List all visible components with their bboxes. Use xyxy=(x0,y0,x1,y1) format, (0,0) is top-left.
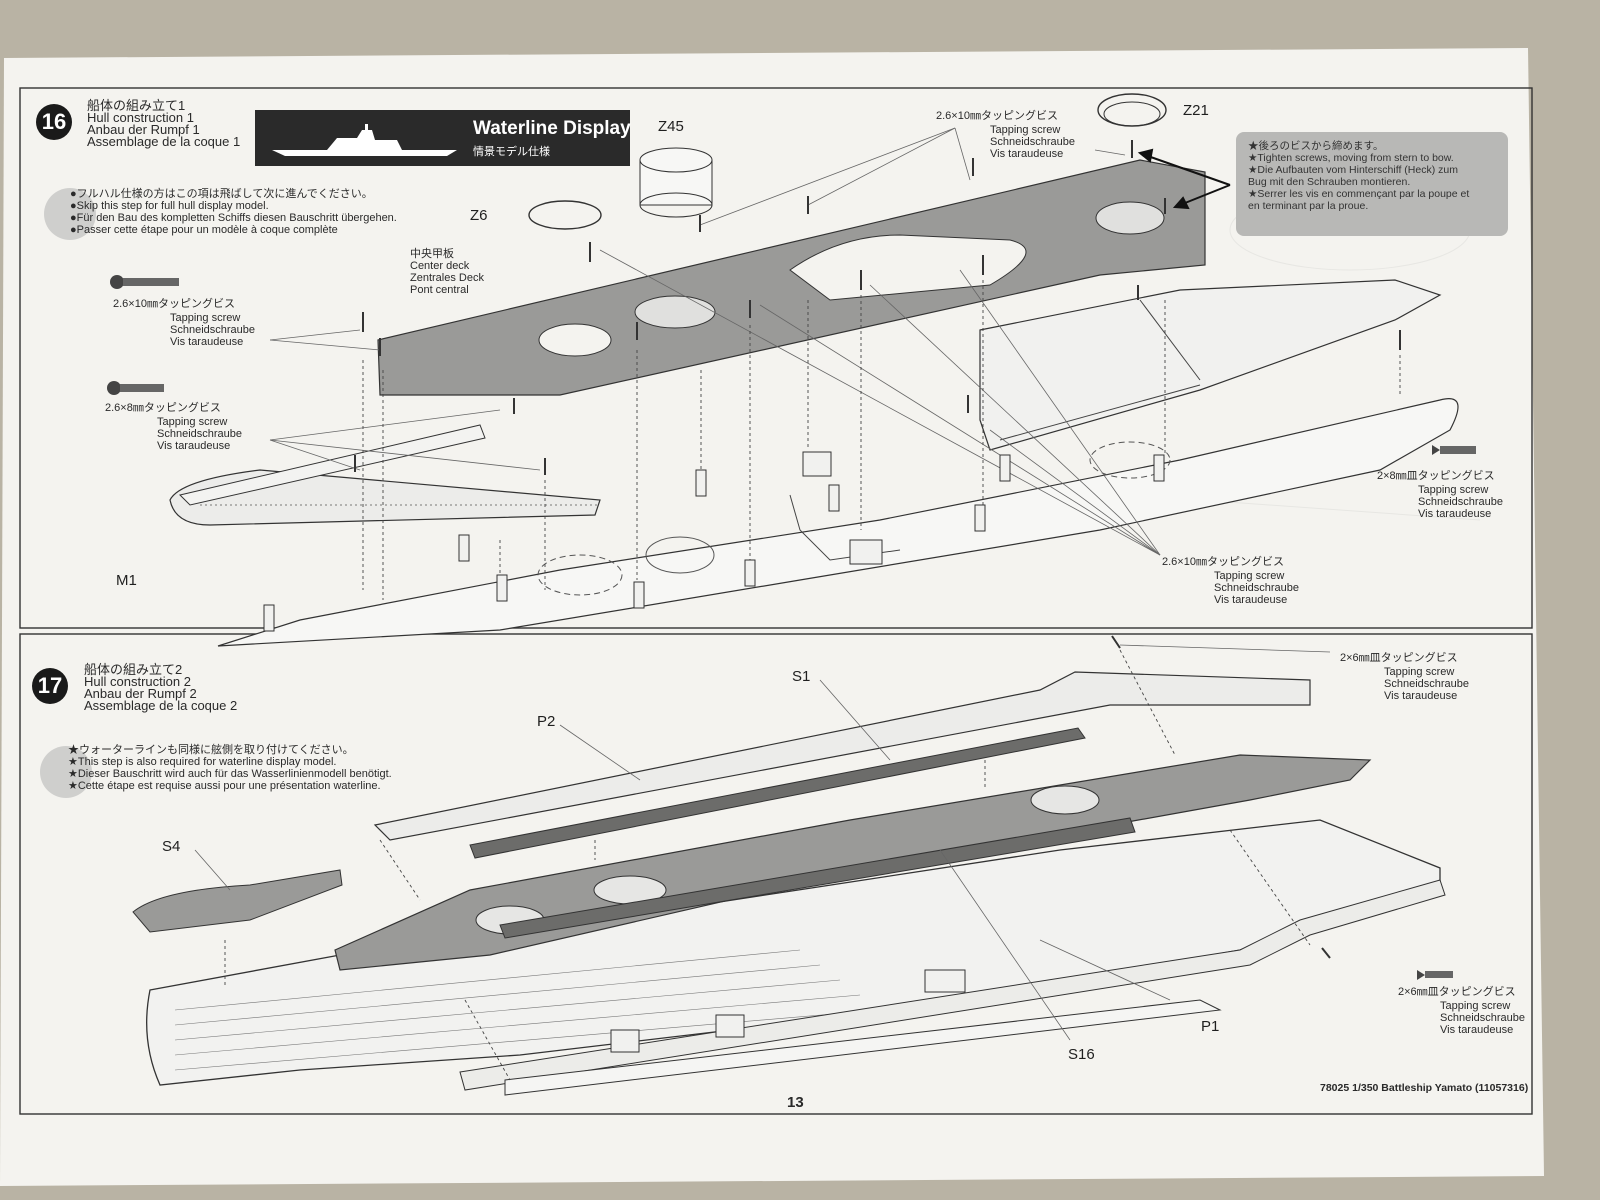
part-label-s1: S1 xyxy=(792,668,811,685)
step17-title-ja: 船体の組み立て2 xyxy=(84,662,183,677)
part-p2 xyxy=(469,727,1086,859)
screw-icon-2x8-flat xyxy=(1432,445,1476,455)
screw-label-right-names: Tapping screw Schneidschraube Vis taraud… xyxy=(1418,484,1504,520)
screw-icon-2x6-flat xyxy=(1417,970,1453,980)
step16-title-ja: 船体の組み立て1 xyxy=(87,98,186,113)
part-label-z6: Z6 xyxy=(470,207,488,224)
screw-label-bottom: 2.6×10㎜タッピングビス xyxy=(1162,556,1284,568)
footer-product-code: 78025 1/350 Battleship Yamato (11057316) xyxy=(1320,1082,1529,1094)
page-number: 13 xyxy=(787,1094,804,1111)
lower-hull xyxy=(146,819,1441,1086)
note-badge-icon xyxy=(40,746,92,798)
center-deck-label: 中央甲板 Center deck Zentrales Deck Pont cen… xyxy=(410,248,484,296)
step17-title-en: Hull construction 2 xyxy=(84,674,191,689)
part-label-s4: S4 xyxy=(162,838,181,855)
screw-icon-2-6x8 xyxy=(107,381,164,395)
step16-title: 船体の組み立て1 Hull construction 1 Anbau der R… xyxy=(87,98,241,149)
step16-title-fr: Assemblage de la coque 1 xyxy=(87,134,241,149)
step-number-17: 17 xyxy=(32,668,68,704)
screw-label-2-6x10-names: Tapping screw Schneidschraube Vis taraud… xyxy=(170,312,256,348)
step17-note: ★ウォーターラインも同様に舷側を取り付けてください。 ★This step is… xyxy=(68,744,392,792)
step17-title-fr: Assemblage de la coque 2 xyxy=(84,698,238,713)
screw-label-2-6x8: 2.6×8㎜タッピングビス xyxy=(105,402,221,414)
screw-icon-2-6x10 xyxy=(110,275,179,289)
step16-title-de: Anbau der Rumpf 1 xyxy=(87,122,200,137)
step16-title-en: Hull construction 1 xyxy=(87,110,194,125)
step17-title: 船体の組み立て2 Hull construction 2 Anbau der R… xyxy=(84,662,238,713)
banner-title: Waterline Display xyxy=(473,118,631,139)
screw-label-top-names: Tapping screw Schneidschraube Vis taraud… xyxy=(990,124,1076,160)
screw-label-17-top: 2×6㎜皿タッピングビス xyxy=(1340,652,1458,664)
screw-label-17-top-names: Tapping screw Schneidschraube Vis taraud… xyxy=(1384,666,1470,702)
part-label-z21: Z21 xyxy=(1183,102,1209,119)
ship-silhouette-icon xyxy=(272,124,457,156)
banner-subtitle: 情景モデル仕様 xyxy=(473,146,550,158)
part-p1 xyxy=(459,879,1446,1091)
part-label-m1: M1 xyxy=(116,572,137,589)
part-label-p2: P2 xyxy=(537,713,556,730)
part-s1 xyxy=(373,671,1311,841)
screw-label-bottom-names: Tapping screw Schneidschraube Vis taraud… xyxy=(1214,570,1300,606)
step17-title-de: Anbau der Rumpf 2 xyxy=(84,686,197,701)
part-label-p1: P1 xyxy=(1201,1018,1220,1035)
part-s16-strip xyxy=(499,817,1136,939)
step-number-16: 16 xyxy=(36,104,72,140)
part-s4 xyxy=(132,869,343,933)
part-label-z45: Z45 xyxy=(658,118,684,135)
screw-label-17-bottom-names: Tapping screw Schneidschraube Vis taraud… xyxy=(1440,1000,1526,1036)
screw-label-2-6x10: 2.6×10㎜タッピングビス xyxy=(113,298,235,310)
skip-badge-icon xyxy=(44,188,96,240)
tip-note-box xyxy=(1236,132,1508,236)
hull-bottom-plate xyxy=(217,398,1459,647)
step17-frame xyxy=(19,633,1533,1115)
screw-label-17-bottom: 2×6㎜皿タッピングビス xyxy=(1398,986,1516,998)
step16-frame xyxy=(19,87,1533,629)
waterline-banner: Waterline Display 情景モデル仕様 xyxy=(255,110,631,166)
tip-note: ★後ろのビスから締めます。 ★Tighten screws, moving fr… xyxy=(1248,140,1470,212)
step16-skip-note: ●フルハル仕様の方はこの項は飛ばして次に進んでください。 ●Skip this … xyxy=(70,188,397,236)
screw-label-2-6x8-names: Tapping screw Schneidschraube Vis taraud… xyxy=(157,416,243,452)
screw-label-right: 2×8㎜皿タッピングビス xyxy=(1377,470,1495,482)
screw-label-top: 2.6×10㎜タッピングビス xyxy=(936,110,1058,122)
part-label-s16: S16 xyxy=(1068,1046,1095,1063)
